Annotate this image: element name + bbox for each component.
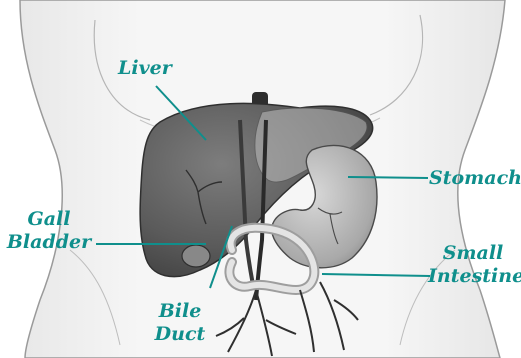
gall-bladder — [182, 245, 210, 267]
stomach-leader — [348, 177, 428, 178]
label-liver: Liver — [118, 57, 172, 80]
label-small-intestine: Small Intestine — [428, 242, 518, 288]
label-gall-bladder-line2: Bladder — [6, 231, 92, 254]
label-small-intestine-line2: Intestine — [428, 265, 518, 288]
label-gall-bladder: Gall Bladder — [6, 208, 92, 254]
label-small-intestine-line1: Small — [428, 242, 518, 265]
label-stomach: Stomach — [429, 167, 521, 190]
label-bile-duct-line2: Duct — [150, 323, 210, 346]
label-bile-duct-line1: Bile — [150, 300, 210, 323]
label-gall-bladder-line1: Gall — [6, 208, 92, 231]
label-bile-duct: Bile Duct — [150, 300, 210, 346]
